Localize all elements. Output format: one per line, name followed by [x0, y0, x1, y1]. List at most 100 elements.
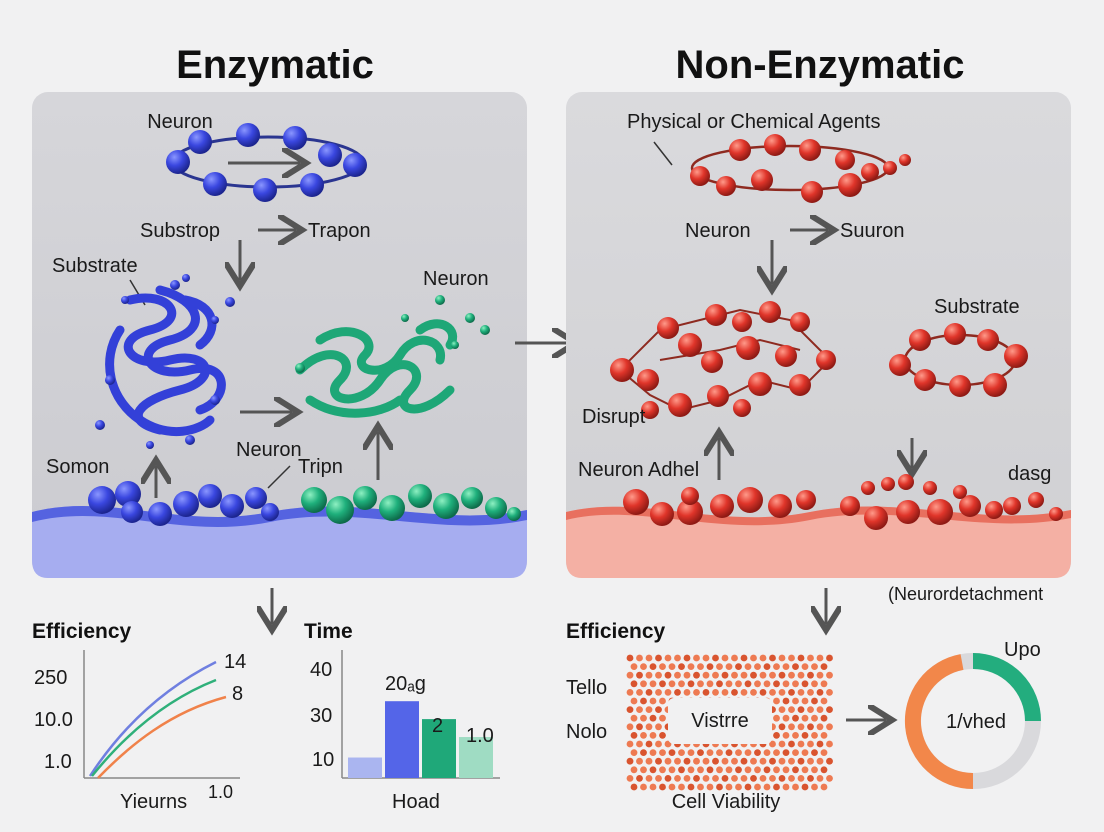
red-adhered-cells [623, 487, 816, 526]
x-tick-end: 1.0 [208, 782, 233, 802]
agents-leader-line [653, 141, 673, 166]
viability-dot [678, 749, 685, 756]
viability-dot [744, 783, 752, 791]
viability-dot [807, 775, 814, 782]
red-cluster [610, 301, 836, 419]
viability-dot [754, 749, 761, 756]
viability-dot [773, 680, 780, 688]
viability-dot [649, 697, 657, 705]
donut-segment-green [972, 653, 1041, 722]
viability-dot [782, 732, 790, 739]
viability-dot [649, 680, 657, 688]
viability-dot [697, 766, 704, 774]
viability-dot [697, 680, 704, 688]
viability-dot [693, 775, 700, 782]
title-non-enzymatic: Non-Enzymatic [676, 43, 965, 87]
viability-dot [636, 689, 643, 696]
viability-dot [778, 740, 786, 748]
tripn-leader-line [267, 465, 291, 489]
label-neuron-right: Neuron [423, 268, 489, 290]
viability-dot [792, 663, 799, 670]
viability-dot [816, 671, 824, 679]
viability-dot [754, 680, 761, 688]
viability-dot [797, 740, 805, 748]
viability-dot [693, 757, 700, 765]
viability-dot [769, 689, 776, 696]
viability-dot [820, 732, 828, 739]
viability-dot [816, 723, 824, 731]
viability-dot [792, 732, 799, 739]
viability-dot [636, 775, 643, 782]
viability-dot [820, 663, 828, 670]
viability-dot [788, 706, 795, 713]
viability-dot [769, 671, 776, 679]
viability-dot [735, 749, 742, 756]
viability-dot [702, 671, 710, 679]
viability-dot [683, 757, 691, 765]
viability-dot [816, 775, 824, 782]
red-substrate-ring [889, 323, 1028, 397]
viability-dot [797, 775, 805, 782]
viability-dot [725, 749, 733, 756]
viability-dot [649, 714, 657, 722]
label-agents: Physical or Chemical Agents [627, 111, 880, 133]
viability-dot [773, 766, 780, 774]
viability-dot [649, 766, 657, 774]
viability-dot [659, 663, 666, 670]
viability-dot [773, 663, 780, 670]
viability-dot [801, 663, 809, 670]
viability-dot [630, 663, 638, 670]
viability-dot [801, 697, 809, 705]
viability-dot [782, 783, 790, 791]
viability-dot [702, 757, 710, 765]
viability-dot [640, 732, 647, 739]
label-neuron-bottom: Neuron [236, 439, 302, 461]
viability-dot [640, 749, 647, 756]
viability-dot [702, 689, 710, 696]
label-substrate-right: Substrate [934, 296, 1020, 318]
viability-dot [797, 689, 805, 696]
label-neuron-nonenz: Neuron [685, 220, 751, 242]
viability-dot [674, 689, 681, 696]
viability-dot [826, 775, 833, 782]
title-enzymatic: Enzymatic [176, 43, 374, 87]
bar-label-2: 1.0 [466, 725, 494, 747]
viability-dot [788, 723, 795, 731]
viability-dot [725, 783, 733, 791]
viability-dot [826, 706, 833, 713]
viability-dot [735, 783, 742, 791]
viability-dot [816, 689, 824, 696]
viability-dot [655, 723, 662, 731]
viability-dot [788, 757, 795, 765]
label-substrop: Substrop [140, 220, 220, 242]
viability-dot [706, 749, 714, 756]
viability-dot [763, 749, 771, 756]
green-protein-beads [295, 295, 490, 373]
label-tripn: Tripn [298, 456, 343, 478]
viability-dot [782, 663, 790, 670]
label-neuron-adhel: Neuron Adhel [578, 459, 699, 481]
viability-dot [759, 757, 767, 765]
viability-dot [769, 740, 776, 748]
viability-dot [811, 714, 818, 722]
viability-dot [811, 783, 818, 791]
viability-dot [687, 766, 695, 774]
viability-dot [664, 654, 672, 662]
viability-dot [759, 654, 767, 662]
viability-dot [754, 766, 761, 774]
viability-dot [664, 775, 672, 782]
viability-dot [683, 654, 691, 662]
viability-dot [820, 783, 828, 791]
viability-dot [678, 783, 685, 791]
red-neuron-ring [690, 134, 911, 203]
viability-dot [788, 689, 795, 696]
viability-dot [687, 749, 695, 756]
viability-dot [697, 663, 704, 670]
viability-dot [626, 740, 634, 748]
viability-dot [706, 766, 714, 774]
viability-dot [782, 749, 790, 756]
label-suuron: Suuron [840, 220, 905, 242]
viability-dot [807, 654, 814, 662]
viability-dot [712, 757, 719, 765]
viability-dot [687, 783, 695, 791]
